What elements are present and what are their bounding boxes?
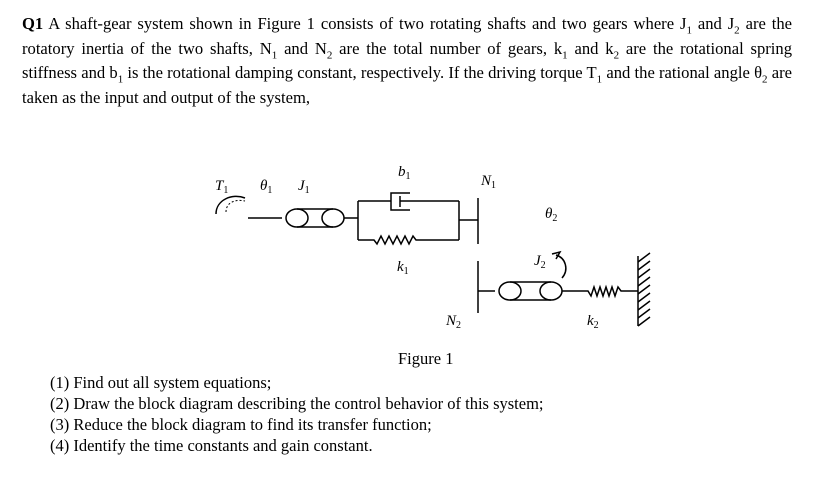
label-theta1: θ1 bbox=[260, 178, 272, 196]
question-text-run: are the rotatory inertia of the two shaf… bbox=[22, 14, 793, 58]
question-body: A shaft-gear system shown in Figure 1 co… bbox=[22, 14, 792, 107]
question-text-run: are taken as the input and output of the… bbox=[22, 63, 792, 107]
subscript: 1 bbox=[686, 24, 692, 37]
label-b1: b1 bbox=[398, 164, 411, 182]
label-j1: J1 bbox=[298, 178, 310, 196]
question-text-run: and k bbox=[567, 38, 614, 58]
subscript: 2 bbox=[734, 24, 740, 37]
question-number: Q1 bbox=[22, 14, 44, 33]
task-item: (4) Identify the time constants and gain… bbox=[50, 436, 373, 455]
question-text-run: are the total number of gears, k bbox=[332, 38, 563, 58]
wall-hatching bbox=[637, 252, 651, 327]
arrow-head bbox=[551, 250, 562, 260]
spring-k2 bbox=[574, 284, 638, 299]
label-t1: T1 bbox=[215, 178, 228, 196]
figure-caption: Figure 1 bbox=[398, 349, 454, 368]
label-theta2: θ2 bbox=[545, 206, 557, 224]
question-text-run: and N bbox=[277, 38, 327, 58]
subscript: 1 bbox=[117, 73, 124, 86]
subscript: 2 bbox=[326, 48, 333, 61]
inertia-j2 bbox=[498, 281, 522, 301]
task-item: (2) Draw the block diagram describing th… bbox=[50, 394, 544, 413]
label-j2: J2 bbox=[534, 253, 546, 271]
task-item: (3) Reduce the block diagram to find its… bbox=[50, 415, 432, 434]
torque-arc bbox=[215, 195, 246, 215]
question-text: Q1 A shaft-gear system shown in Figure 1… bbox=[22, 12, 792, 110]
label-n1: N1 bbox=[480, 173, 496, 191]
rotation-arc-theta2 bbox=[555, 254, 567, 279]
label-k2: k2 bbox=[587, 313, 599, 331]
subscript: 2 bbox=[613, 48, 620, 61]
task-list: (1) Find out all system equations; (2) D… bbox=[50, 372, 544, 456]
subscript: 1 bbox=[562, 48, 568, 61]
task-item: (1) Find out all system equations; bbox=[50, 373, 272, 392]
question-text-run: is the rotational damping constant, resp… bbox=[123, 63, 597, 82]
damper-b1 bbox=[390, 192, 410, 211]
subscript: 2 bbox=[762, 73, 768, 86]
question-text-run: and the rational angle θ bbox=[602, 63, 763, 82]
question-text-run: A shaft-gear system shown in Figure 1 co… bbox=[43, 14, 687, 33]
subscript: 1 bbox=[596, 73, 603, 86]
subscript: 1 bbox=[271, 48, 278, 61]
label-k1: k1 bbox=[397, 259, 409, 277]
question-text-run: are the rotational spring stiffness and … bbox=[22, 38, 792, 83]
label-n2: N2 bbox=[445, 313, 461, 331]
torque-arc-dashed bbox=[225, 199, 246, 213]
question-text-run: and J bbox=[691, 14, 735, 33]
inertia-j1 bbox=[285, 208, 309, 228]
spring-k1 bbox=[358, 234, 459, 246]
